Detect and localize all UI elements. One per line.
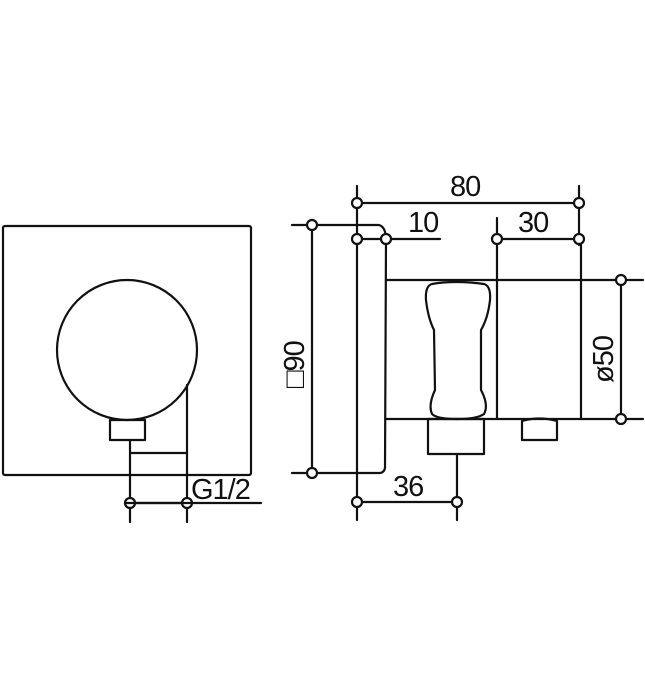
dimension-50: ø50 (588, 336, 620, 383)
side-view: 80 10 30 36 □90 ø50 (279, 171, 645, 522)
dimension-80: 80 (450, 171, 480, 203)
dimension-90: □90 (279, 341, 311, 388)
cover-plate-front (1, 224, 253, 477)
body-circle (55, 278, 199, 422)
front-view: G1/2 (1, 224, 263, 524)
thread-label: G1/2 (191, 474, 250, 506)
dimension-36: 36 (393, 471, 423, 503)
dimension-30: 30 (518, 207, 548, 239)
hose-outlet (426, 417, 486, 456)
small-fitting (520, 417, 559, 442)
outlet-nut (108, 418, 147, 442)
holder-handle (424, 280, 492, 421)
dimension-10: 10 (408, 207, 438, 239)
cover-plate-side (290, 223, 388, 475)
